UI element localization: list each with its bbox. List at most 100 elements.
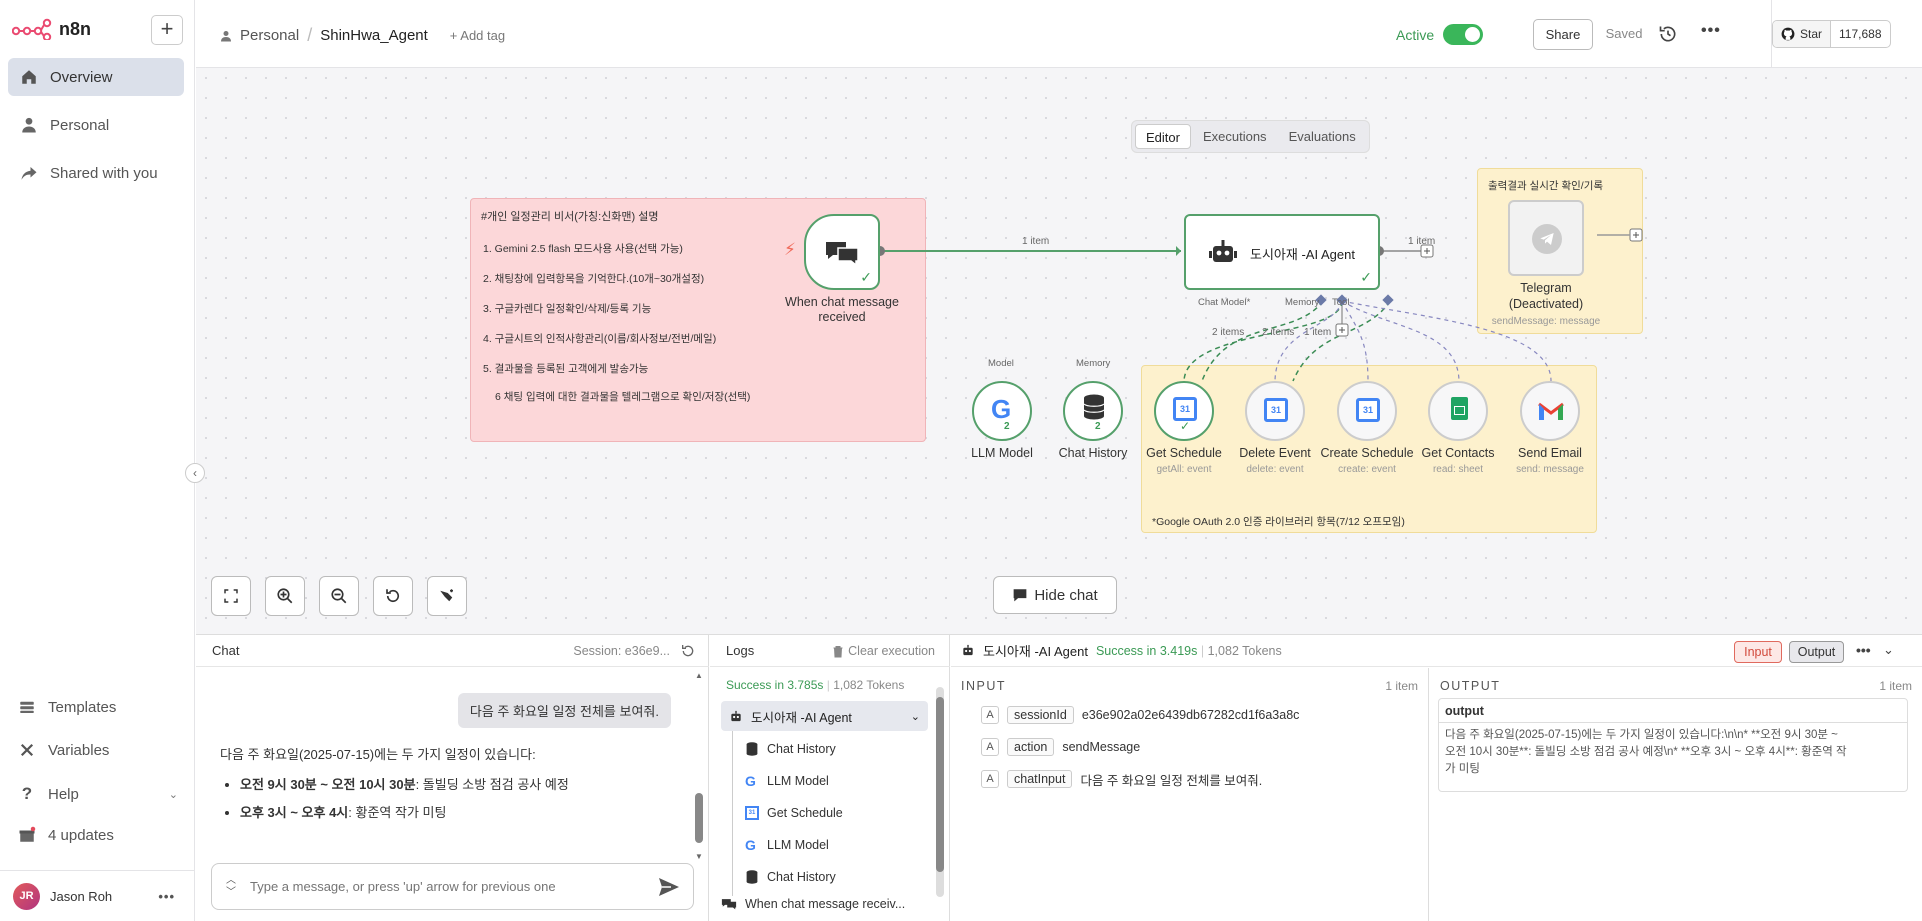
string-type-icon: A [981,770,999,788]
log-tree-line [732,731,733,896]
edge-contacts [1341,300,1460,382]
person-icon [22,117,36,133]
output-count: 1 item [1879,679,1912,693]
breadcrumb-project[interactable]: Personal [240,27,300,44]
sidebar-item-variables[interactable]: Variables [18,741,178,759]
person-icon [221,30,231,41]
sidebar-item-shared[interactable]: Shared with you [8,154,184,192]
field-key[interactable]: sessionId [1007,706,1074,724]
create-schedule-node[interactable]: 31 [1337,381,1397,441]
collapse-sidebar-button[interactable]: ‹ [185,463,205,483]
zoom-out-button[interactable] [319,576,359,616]
edge-label: 1 item [1408,236,1436,247]
handle-memory: Memory [1285,297,1320,308]
clear-execution-label: Clear execution [848,644,935,658]
send-icon[interactable] [657,875,681,899]
ai-agent-node[interactable]: 도시아재 -AI Agent ✓ [1184,214,1380,290]
history-icon[interactable] [1658,24,1678,44]
tab-editor[interactable]: Editor [1135,124,1191,149]
telegram-label: Telegram (Deactivated) [1466,280,1626,312]
subnode-label: LLM Model [971,446,1033,460]
subnode-label: Delete Event [1239,446,1311,460]
calendar-icon: 31 [1264,398,1288,422]
input-toggle-button[interactable]: Input [1734,641,1782,663]
github-star-button[interactable]: Star 117,688 [1772,20,1891,48]
sidebar-item-label: 4 updates [48,826,114,844]
output-heading: OUTPUT [1440,679,1501,693]
share-button[interactable]: Share [1533,19,1593,50]
zoom-in-button[interactable] [265,576,305,616]
log-item[interactable]: Chat History [745,866,836,888]
more-icon[interactable]: ••• [158,888,175,904]
log-item-trigger[interactable]: When chat message receiv... [721,897,905,911]
log-item[interactable]: G LLM Model [745,834,829,856]
tab-evaluations[interactable]: Evaluations [1288,129,1356,144]
log-item[interactable]: G LLM Model [745,770,829,792]
variables-icon [20,743,34,757]
broom-icon [440,589,453,602]
user-menu[interactable]: JR Jason Roh ••• [0,870,195,921]
note-line: 4. 구글시트의 인적사항관리(이름/회사정보/전번/메일) [483,333,717,345]
more-icon[interactable]: ••• [1701,22,1721,39]
sidebar-item-overview[interactable]: Overview [8,58,184,96]
lightning-icon: ⚡ [784,240,796,259]
robot-icon [731,710,741,721]
tab-executions[interactable]: Executions [1202,129,1267,144]
sidebar-item-updates[interactable]: 4 updates [18,826,178,844]
fit-view-button[interactable] [211,576,251,616]
edge-label: 1 item [1022,236,1050,247]
logs-header: Logs [710,635,950,667]
workflow-canvas[interactable]: Editor Executions Evaluations + #개인 일정관리… [196,68,1922,634]
chat-scrollbar[interactable]: ▲ ▼ [695,671,703,861]
sidebar-item-label: Templates [48,698,117,716]
llm-model-node[interactable]: G 2 [972,381,1032,441]
send-email-node[interactable] [1520,381,1580,441]
log-item[interactable]: Chat History [745,738,836,760]
chat-trigger-node[interactable]: ✓ [804,214,880,290]
chevron-down-icon[interactable]: ⌄ [910,710,920,723]
get-contacts-node[interactable] [1428,381,1488,441]
sidebar-item-templates[interactable]: Templates [18,698,178,716]
session-id[interactable]: Session: e36e9... [573,644,670,658]
sidebar-item-personal[interactable]: Personal [8,106,184,144]
log-item[interactable]: 31 Get Schedule [745,802,843,824]
field-key[interactable]: chatInput [1007,770,1073,788]
header-divider [1771,0,1772,68]
edge-label: 2 items [1262,327,1295,338]
detail-success: Success in 3.419s [1095,643,1198,658]
logs-scrollbar[interactable] [936,687,944,897]
create-new-button[interactable]: + [151,15,183,45]
chevron-down-icon[interactable]: ⌄ [1883,642,1894,657]
active-toggle[interactable] [1443,24,1484,45]
bot-intro: 다음 주 화요일(2025-07-15)에는 두 가지 일정이 있습니다: [220,747,536,762]
sidebar-item-help[interactable]: ? Help ⌄ [18,784,178,804]
telegram-node[interactable] [1508,200,1584,276]
reset-zoom-button[interactable] [373,576,413,616]
refresh-icon[interactable] [680,643,696,659]
get-schedule-node[interactable]: 31 ✓ [1154,381,1214,441]
add-tag-button[interactable]: + Add tag [449,28,506,43]
output-toggle-button[interactable]: Output [1789,641,1844,663]
clear-execution-button[interactable]: Clear execution [832,644,935,658]
bold-text: 오후 3시 ~ 오후 4시 [240,805,349,820]
chat-input-box: ︿﹀ [211,863,694,910]
chat-bubble-icon [826,242,859,267]
hide-chat-button[interactable]: Hide chat [993,576,1117,614]
chat-input[interactable] [250,879,657,894]
field-key[interactable]: action [1007,738,1055,756]
workflow-name[interactable]: ShinHwa_Agent [320,27,428,44]
edge-model [1201,300,1324,382]
delete-event-node[interactable]: 31 [1245,381,1305,441]
chat-history-node[interactable]: 2 [1063,381,1123,441]
logo[interactable]: n8n [12,18,91,40]
more-icon[interactable]: ••• [1856,642,1871,658]
sticky-note-telegram[interactable]: 출력결과 실시간 확인/기록 [1477,168,1643,334]
tidy-up-button[interactable] [427,576,467,616]
history-arrows-icon[interactable]: ︿﹀ [226,874,236,898]
user-name: Jason Roh [50,888,113,904]
sidebar-item-label: Help [48,785,79,803]
log-item-agent[interactable]: 도시아재 -AI Agent ⌄ [721,701,928,731]
github-star-label: Star [1800,27,1823,41]
github-star-count: 117,688 [1839,27,1882,41]
output-cell[interactable]: 다음 주 화요일(2025-07-15)에는 두 가지 일정이 있습니다:\n\… [1439,723,1907,782]
